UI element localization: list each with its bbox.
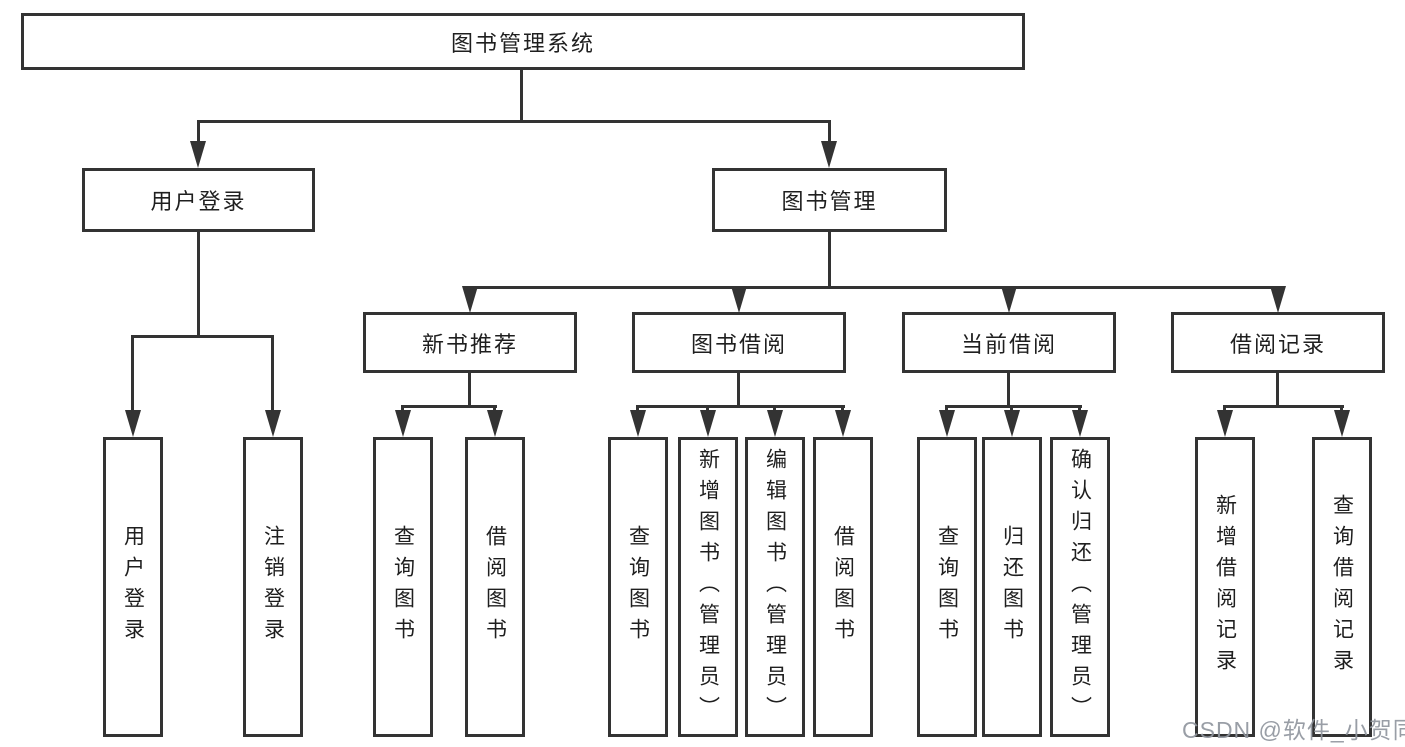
- leaf-label: 确认归还（管理员）: [1068, 447, 1092, 727]
- connector-stem: [1276, 373, 1279, 407]
- arrow-down-icon: [395, 410, 411, 437]
- connector-level2-hline: [197, 120, 831, 123]
- node-borrowing-records: 借阅记录: [1171, 312, 1385, 373]
- leaf-query-books: 查询图书: [608, 437, 668, 737]
- leaf-user-login: 用户登录: [103, 437, 163, 737]
- node-user-login: 用户登录: [82, 168, 315, 232]
- leaf-logout: 注销登录: [243, 437, 303, 737]
- connector-book-mgmt-stem: [828, 232, 831, 288]
- leaf-label: 查询借阅记录: [1330, 494, 1354, 680]
- leaf-edit-books-admin: 编辑图书（管理员）: [745, 437, 805, 737]
- connector-records-hline: [1223, 405, 1344, 408]
- leaf-label: 查询图书: [935, 525, 959, 649]
- connector-new-book-hline: [401, 405, 497, 408]
- leaf-label: 用户登录: [121, 525, 145, 649]
- node-book-management-system: 图书管理系统: [21, 13, 1025, 70]
- arrow-down-icon: [1217, 410, 1233, 437]
- connector-stem: [131, 337, 134, 413]
- leaf-label: 新增图书（管理员）: [696, 447, 720, 727]
- arrow-down-icon: [1270, 286, 1286, 313]
- leaf-borrow-books: 借阅图书: [813, 437, 873, 737]
- leaf-query-borrow-record: 查询借阅记录: [1312, 437, 1372, 737]
- connector-user-login-stem: [197, 232, 200, 337]
- connector-stem: [737, 373, 740, 407]
- arrow-down-icon: [1334, 410, 1350, 437]
- leaf-confirm-return-admin: 确认归还（管理员）: [1050, 437, 1110, 737]
- connector-stem: [271, 337, 274, 413]
- connector-user-login-hline: [131, 335, 274, 338]
- arrow-down-icon: [1004, 410, 1020, 437]
- node-new-book-recommendation: 新书推荐: [363, 312, 577, 373]
- arrow-down-icon: [939, 410, 955, 437]
- connector-stem: [1007, 373, 1010, 407]
- arrow-down-icon: [462, 286, 478, 313]
- node-book-borrowing: 图书借阅: [632, 312, 846, 373]
- arrow-down-icon: [767, 410, 783, 437]
- leaf-label: 注销登录: [261, 525, 285, 649]
- leaf-query-books: 查询图书: [373, 437, 433, 737]
- leaf-label: 查询图书: [391, 525, 415, 649]
- arrow-down-icon: [731, 286, 747, 313]
- watermark-text: CSDN @软件_小贺同学: [1182, 717, 1405, 743]
- leaf-label: 归还图书: [1000, 525, 1024, 649]
- connector-borrow-hline: [636, 405, 845, 408]
- leaf-return-books: 归还图书: [982, 437, 1042, 737]
- leaf-label: 借阅图书: [483, 525, 507, 649]
- arrow-down-icon: [1001, 286, 1017, 313]
- connector-stem: [197, 122, 200, 144]
- leaf-add-books-admin: 新增图书（管理员）: [678, 437, 738, 737]
- leaf-label: 借阅图书: [831, 525, 855, 649]
- arrow-down-icon: [265, 410, 281, 437]
- connector-stem: [468, 373, 471, 407]
- arrow-down-icon: [125, 410, 141, 437]
- leaf-label: 新增借阅记录: [1213, 494, 1237, 680]
- connector-level3-hline: [468, 286, 1280, 289]
- connector-root-stem: [520, 70, 523, 122]
- node-current-borrowing: 当前借阅: [902, 312, 1116, 373]
- arrow-down-icon: [487, 410, 503, 437]
- arrow-down-icon: [190, 141, 206, 168]
- leaf-label: 编辑图书（管理员）: [763, 447, 787, 727]
- arrow-down-icon: [835, 410, 851, 437]
- arrow-down-icon: [821, 141, 837, 168]
- node-book-management: 图书管理: [712, 168, 947, 232]
- leaf-label: 查询图书: [626, 525, 650, 649]
- leaf-query-books: 查询图书: [917, 437, 977, 737]
- leaf-add-borrow-record: 新增借阅记录: [1195, 437, 1255, 737]
- connector-current-hline: [945, 405, 1082, 408]
- leaf-borrow-books: 借阅图书: [465, 437, 525, 737]
- arrow-down-icon: [1072, 410, 1088, 437]
- arrow-down-icon: [630, 410, 646, 437]
- arrow-down-icon: [700, 410, 716, 437]
- connector-stem: [828, 122, 831, 144]
